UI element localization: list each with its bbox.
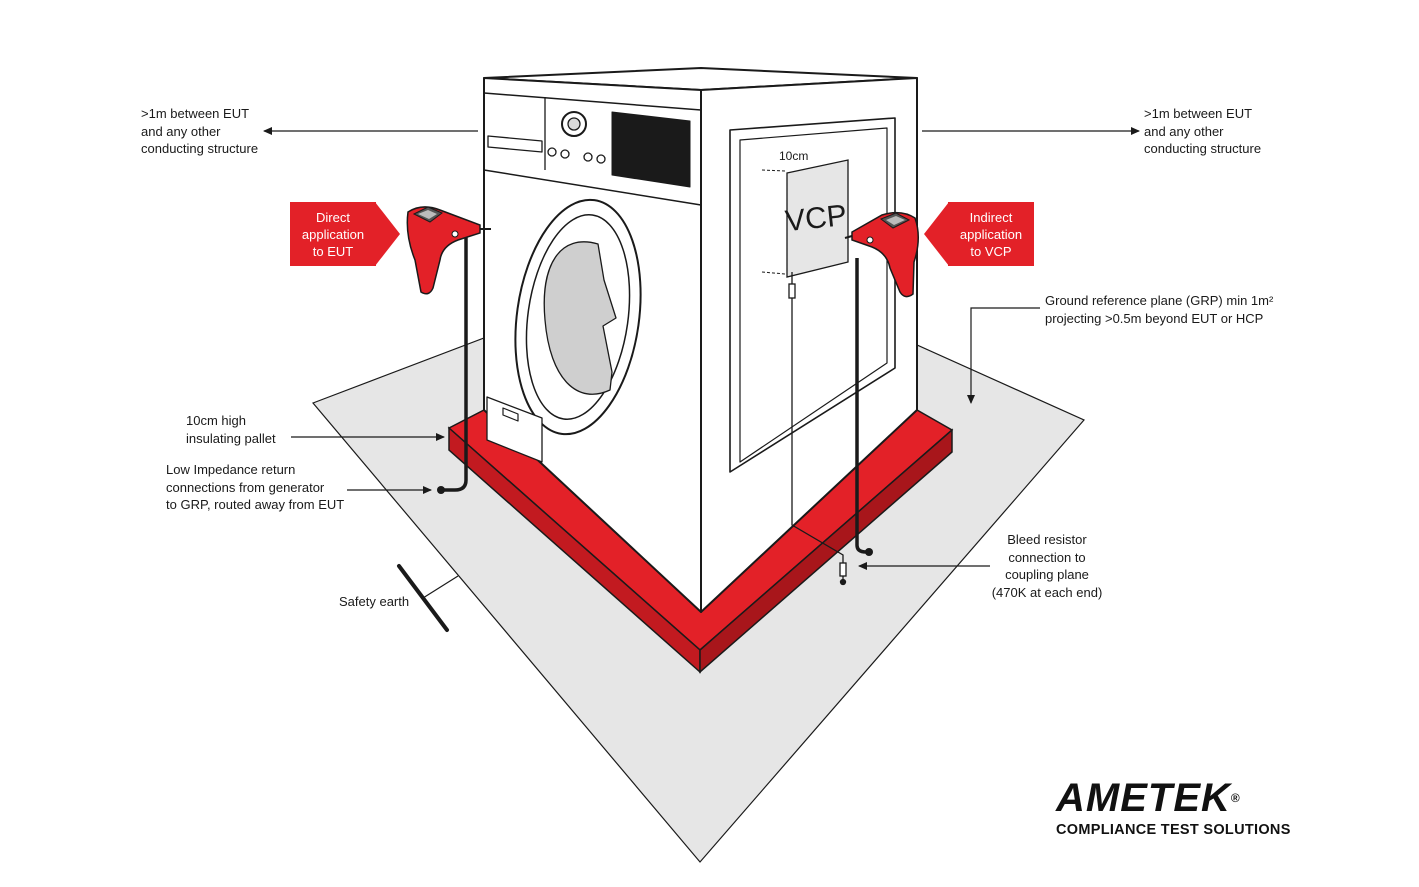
clearance-label-left: >1m between EUT and any other conducting…	[141, 106, 259, 156]
direct-application-badge: Direct application to EUT	[290, 202, 376, 266]
logo-registered-mark: ®	[1230, 791, 1241, 805]
logo-brand: AMETEK	[1056, 776, 1231, 820]
grp-label: Ground reference plane (GRP) min 1m² pro…	[1045, 293, 1274, 326]
safety-earth-rod	[397, 564, 459, 632]
low-impedance-label: Low Impedance return connections from ge…	[166, 462, 345, 512]
safety-earth-label: Safety earth	[339, 594, 410, 609]
washing-machine-eut	[483, 67, 918, 613]
logo-wordmark: AMETEK®	[1056, 776, 1346, 820]
indirect-badge-pointer	[924, 202, 949, 266]
vertical-coupling-plane: VCP 10cm	[761, 149, 849, 278]
pallet-label: 10cm high insulating pallet	[186, 413, 276, 446]
esd-gun-direct	[406, 206, 491, 494]
ametek-logo: AMETEK® COMPLIANCE TEST SOLUTIONS	[1056, 776, 1346, 838]
indirect-application-badge: Indirect application to VCP	[948, 202, 1034, 266]
direct-badge-pointer	[375, 202, 400, 266]
logo-tagline: COMPLIANCE TEST SOLUTIONS	[1056, 822, 1291, 838]
dimension-10cm-label: 10cm	[779, 149, 808, 163]
machine-display	[611, 111, 691, 188]
esd-gun-indirect	[844, 211, 919, 556]
bleed-resistor-label: Bleed resistor connection to coupling pl…	[991, 532, 1103, 600]
bleed-resistor-wire	[788, 272, 847, 586]
clearance-label-right: >1m between EUT and any other conducting…	[1144, 106, 1262, 156]
bleed-resistor-icon	[839, 562, 847, 577]
vcp-label: VCP	[784, 199, 849, 238]
leader-arrows	[263, 127, 1140, 570]
